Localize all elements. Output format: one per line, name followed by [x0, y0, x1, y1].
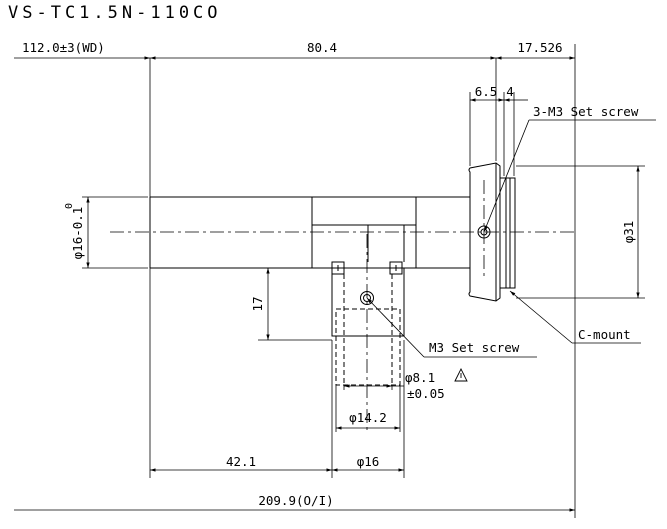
- dim-17-526: 17.526: [517, 40, 562, 55]
- drawing-title: VS-TC1.5N-110CO: [8, 3, 222, 23]
- dim-phi16-tol: φ16-0.1: [70, 207, 85, 260]
- caution-triangle-icon: [454, 367, 468, 382]
- leader-lines: [366, 119, 656, 358]
- dim-phi14-2: φ14.2: [349, 410, 387, 425]
- dim-wd: 112.0±3(WD): [22, 40, 105, 55]
- hidden-bores: [335, 274, 401, 386]
- label-3-m3-set-screw: 3-M3 Set screw: [533, 104, 639, 119]
- dim-phi31: φ31: [621, 221, 636, 244]
- dim-6-5: 6.5: [475, 84, 498, 99]
- label-c-mount: C-mount: [578, 327, 631, 342]
- dimension-lines: [14, 56, 640, 512]
- dim-42-1: 42.1: [226, 454, 256, 469]
- dim-phi8-1: φ8.1: [405, 370, 435, 385]
- extension-lines: [82, 44, 645, 518]
- dim-tol-0-05: ±0.05: [407, 386, 445, 401]
- dim-4: 4: [506, 84, 514, 99]
- corner-screw-marks: [335, 265, 399, 271]
- lens-body-outline: [149, 196, 470, 337]
- dim-total-209-9: 209.9(O/I): [258, 493, 333, 508]
- center-lines: [110, 180, 575, 430]
- dim-phi16-upper-tol: 0: [64, 203, 75, 209]
- label-m3-set-screw: M3 Set screw: [429, 340, 520, 355]
- dim-17: 17: [250, 296, 265, 311]
- dim-phi16: φ16: [357, 454, 380, 469]
- dim-80-4: 80.4: [307, 40, 337, 55]
